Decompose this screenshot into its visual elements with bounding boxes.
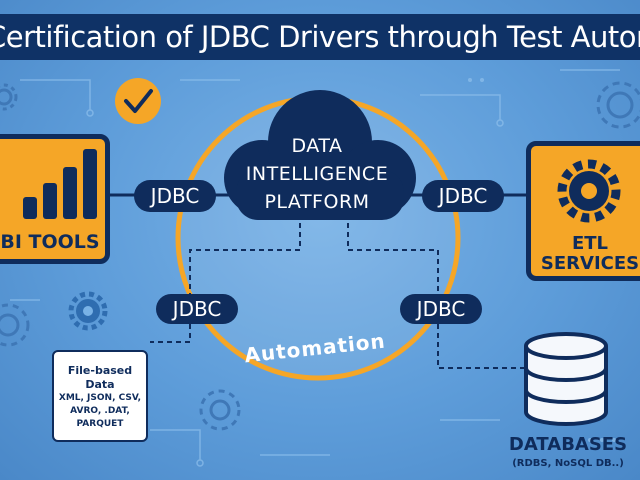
jdbc-pill-right-top: JDBC: [422, 180, 504, 212]
etl-services-label: ETL SERVICES: [531, 234, 640, 274]
page-title-bar: Certification of JDBC Drivers through Te…: [0, 14, 640, 60]
bar-chart-icon: [23, 149, 97, 219]
database-icon: [524, 332, 608, 426]
file-formats-2: AVRO, .DAT,: [70, 406, 130, 416]
file-formats-1: XML, JSON, CSV,: [58, 393, 142, 403]
file-title-1: File-based: [67, 364, 133, 377]
file-formats-3: PARQUET: [76, 419, 124, 429]
gear-icon: [68, 291, 108, 331]
cloud-icon: [224, 90, 416, 220]
etl-line-1: ETL: [571, 233, 609, 254]
gear-icon: [199, 389, 241, 431]
gear-icon: [557, 159, 621, 223]
check-icon: [115, 78, 161, 124]
page-title: Certification of JDBC Drivers through Te…: [0, 20, 640, 54]
jdbc-pill-left-top: JDBC: [134, 180, 216, 212]
gear-icon: [0, 303, 30, 347]
databases-label: DATABASES: [508, 434, 628, 455]
jdbc-pill-right-bottom: JDBC: [400, 294, 482, 324]
file-based-data-card: File-based Data XML, JSON, CSV, AVRO, .D…: [52, 350, 148, 442]
etl-services-box: ETL SERVICES: [526, 141, 640, 281]
platform-line-2: INTELLIGENCE: [245, 163, 389, 185]
file-title-2: Data: [85, 378, 115, 391]
gear-icon: [0, 83, 18, 111]
databases-sublabel: (RDBS, NoSQL DB..): [512, 458, 624, 469]
platform-line-1: DATA: [291, 135, 343, 157]
gear-icon: [596, 81, 640, 129]
bi-tools-box: BI TOOLS: [0, 134, 110, 264]
jdbc-pill-left-bottom: JDBC: [156, 294, 238, 324]
platform-line-3: PLATFORM: [264, 191, 370, 213]
circuit-decoration: [10, 69, 620, 467]
bi-tools-label: BI TOOLS: [0, 231, 100, 253]
dashed-connectors: [150, 205, 526, 369]
etl-line-2: SERVICES: [540, 253, 640, 274]
platform-label: DATA INTELLIGENCE PLATFORM: [222, 132, 412, 216]
